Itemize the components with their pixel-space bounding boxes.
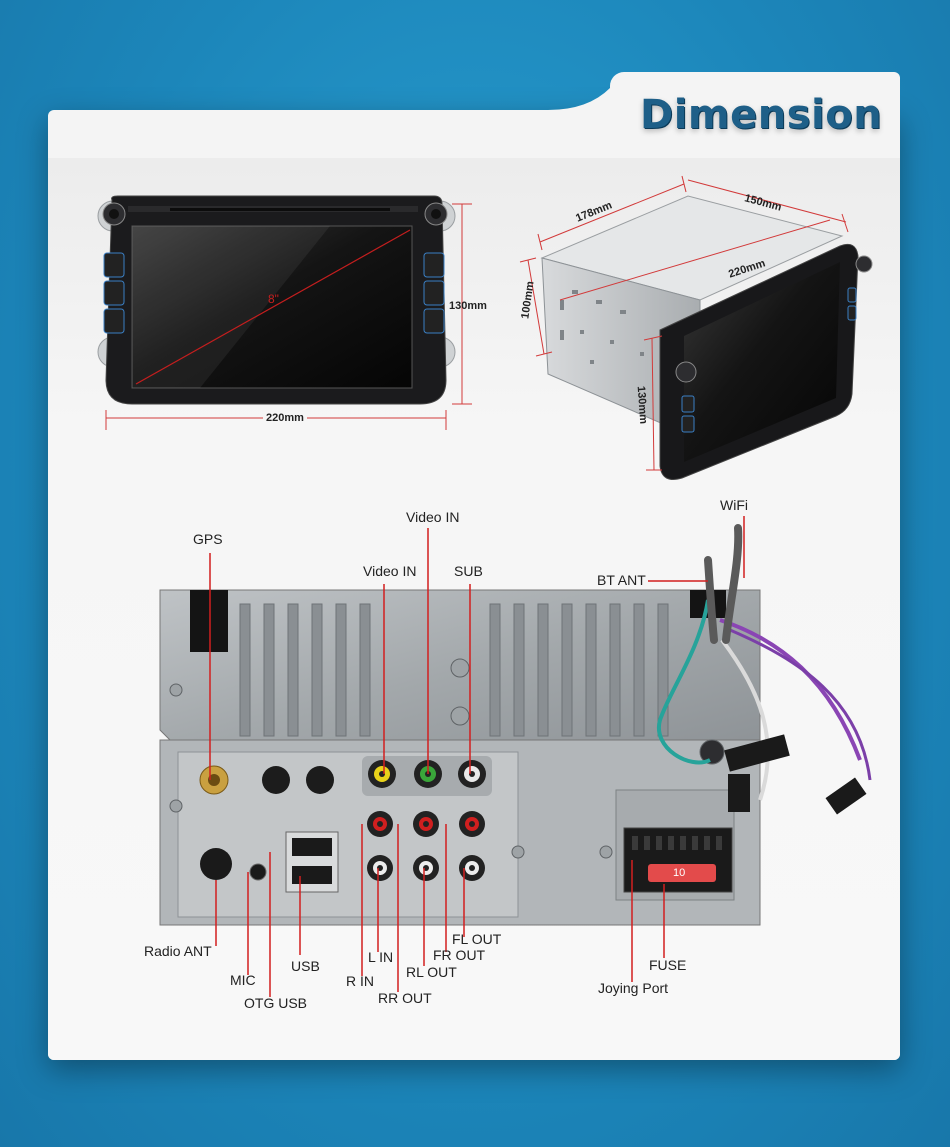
fuse-value: 10 bbox=[673, 867, 686, 879]
fuse-label: FUSE bbox=[649, 957, 687, 973]
front-height-label: 130mm bbox=[449, 300, 487, 312]
otg-usb-label: OTG USB bbox=[244, 995, 308, 1011]
sub-label: SUB bbox=[454, 563, 483, 579]
usb-label: USB bbox=[291, 958, 320, 974]
fr-out-label: FR OUT bbox=[433, 947, 486, 963]
wifi-label: WiFi bbox=[720, 497, 748, 513]
l-in-label: L IN bbox=[368, 949, 394, 965]
rl-out-label: RL OUT bbox=[406, 964, 457, 980]
side-dimension-lines bbox=[519, 175, 849, 471]
gps-label: GPS bbox=[193, 531, 223, 547]
fl-out-label: FL OUT bbox=[452, 931, 502, 947]
mic-label: MIC bbox=[230, 972, 256, 988]
front-view-unit bbox=[97, 195, 456, 405]
radio-ant-label: Radio ANT bbox=[144, 943, 212, 959]
side-front-height-label: 130mm bbox=[634, 385, 650, 425]
screen-diagonal-label: 8" bbox=[268, 292, 279, 306]
rr-out-label: RR OUT bbox=[378, 990, 432, 1006]
page-title: Dimension bbox=[640, 92, 883, 138]
leader-lines bbox=[209, 516, 745, 997]
r-in-label: R IN bbox=[346, 973, 374, 989]
title-tab bbox=[610, 72, 900, 157]
joying-port-label: Joying Port bbox=[598, 980, 669, 996]
side-view-unit bbox=[540, 195, 873, 480]
front-width-label: 220mm bbox=[263, 412, 307, 424]
rear-panel bbox=[159, 524, 872, 926]
video-in-top-label: Video IN bbox=[406, 509, 460, 525]
bt-ant-label: BT ANT bbox=[597, 572, 646, 588]
tab-curve bbox=[548, 80, 638, 160]
video-in-label: Video IN bbox=[363, 563, 417, 579]
